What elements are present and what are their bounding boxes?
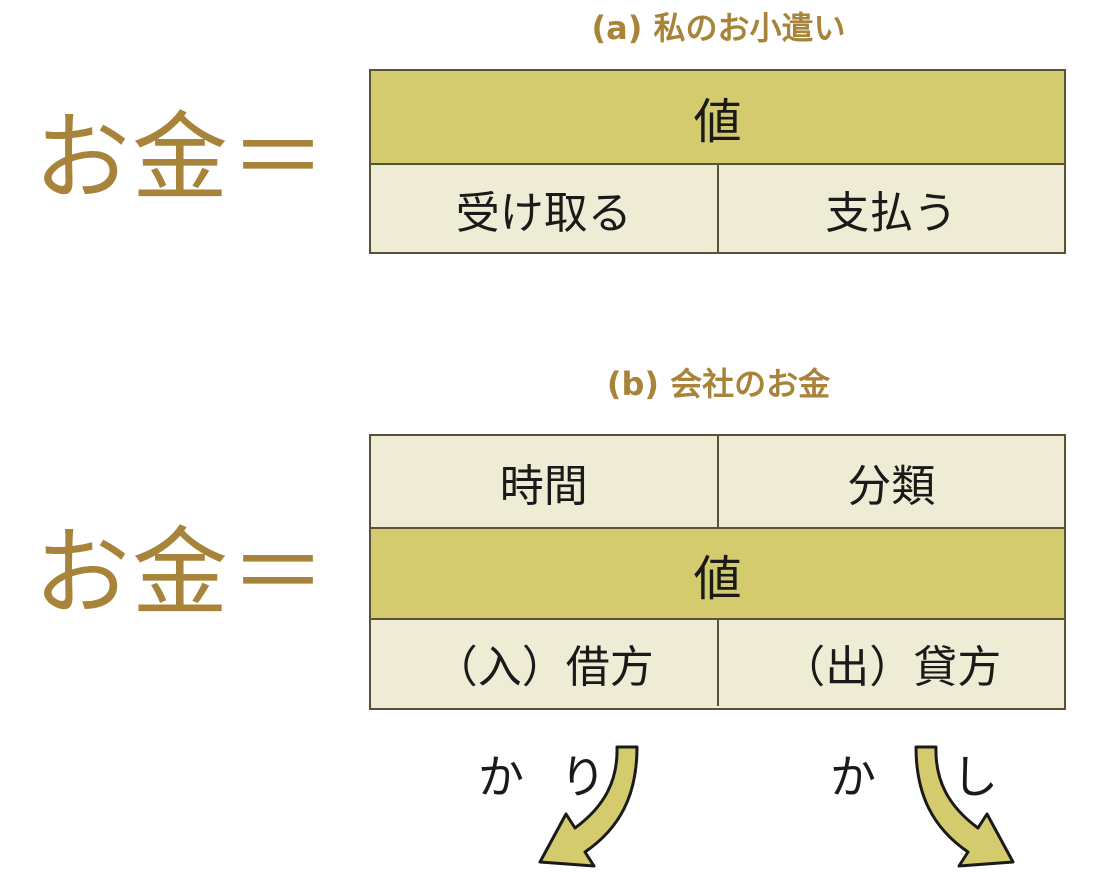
bottom-money-label: お金＝ xyxy=(34,517,328,629)
bottom-entry-row: （入）借方 （出）貸方 xyxy=(371,618,1064,706)
top-money-label: お金＝ xyxy=(34,102,328,214)
category-cell: 分類 xyxy=(716,436,1065,527)
pay-cell: 支払う xyxy=(716,165,1065,252)
time-cell: 時間 xyxy=(499,460,588,512)
left-curved-arrow-icon xyxy=(538,745,639,868)
top-caption: (a) 私のお小遣い xyxy=(591,9,846,47)
credit-cell: （出）貸方 xyxy=(716,620,1065,706)
bottom-value-row: 値 xyxy=(371,527,1064,618)
debit-reading-ri: り xyxy=(560,750,606,804)
right-curved-arrow-icon xyxy=(914,745,1015,868)
credit-reading-shi: し xyxy=(952,750,998,804)
receive-cell: 受け取る xyxy=(455,187,632,239)
bottom-value-cell: 値 xyxy=(371,529,1064,618)
debit-cell: （入）借方 xyxy=(433,642,654,693)
top-table: 値 受け取る 支払う xyxy=(369,69,1066,254)
bottom-table: 時間 分類 値 （入）借方 （出）貸方 xyxy=(369,434,1066,710)
top-value-row: 値 xyxy=(371,71,1064,163)
top-flow-row: 受け取る 支払う xyxy=(371,163,1064,252)
bottom-caption: (b) 会社のお金 xyxy=(606,365,831,403)
credit-reading-ka: か xyxy=(830,750,876,804)
top-value-cell: 値 xyxy=(371,71,1064,163)
bottom-header-row: 時間 分類 xyxy=(371,436,1064,527)
debit-reading-ka: か xyxy=(478,750,524,804)
